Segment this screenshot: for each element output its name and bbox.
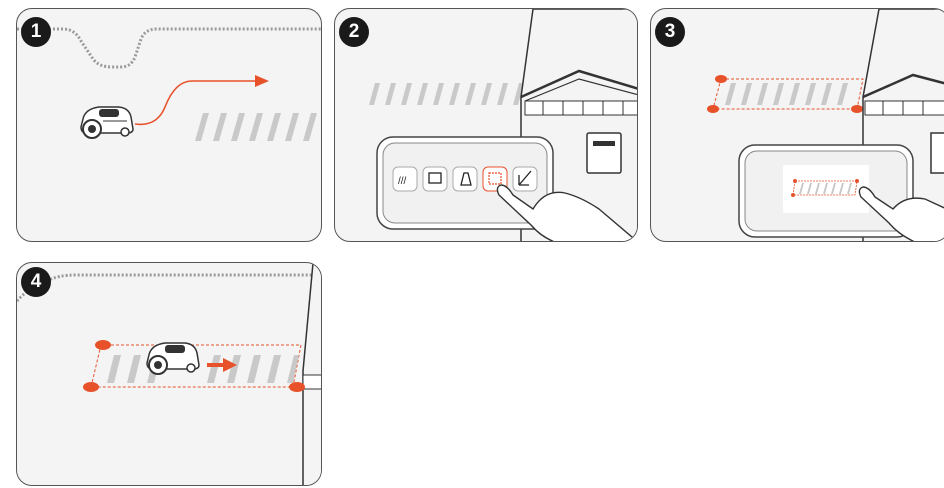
step-1-illustration [17, 9, 322, 242]
mower-icon [81, 107, 133, 138]
step-3-illustration [651, 9, 944, 242]
crosswalk-icon [369, 83, 524, 105]
step-badge: 4 [21, 267, 51, 297]
step-badge: 1 [21, 17, 51, 47]
step-badge: 2 [339, 17, 369, 47]
app-icon-row: /// [393, 167, 537, 191]
step-4-panel: 4 [16, 262, 322, 486]
house-icon [303, 263, 322, 486]
crosswalk-icon [725, 83, 848, 105]
lawn-boundary [17, 29, 322, 67]
step-2-panel: /// 2 [334, 8, 638, 242]
garage-door-icon [587, 133, 621, 173]
crosswalk-app-icon: /// [398, 176, 407, 187]
tablet-icon [739, 145, 913, 237]
lawn-boundary [17, 275, 322, 301]
garage-door-icon [931, 133, 944, 173]
arrow-head-icon [255, 75, 269, 87]
crosswalk-icon [195, 113, 317, 141]
crosswalk-icon [107, 355, 299, 383]
step-2-illustration: /// [335, 9, 638, 242]
step-4-illustration [17, 263, 322, 486]
path-arrow-icon [135, 81, 255, 124]
mower-icon [147, 343, 199, 374]
step-badge: 3 [655, 17, 685, 47]
step-3-panel: 3 [650, 8, 944, 242]
step-1-panel: 1 [16, 8, 322, 242]
